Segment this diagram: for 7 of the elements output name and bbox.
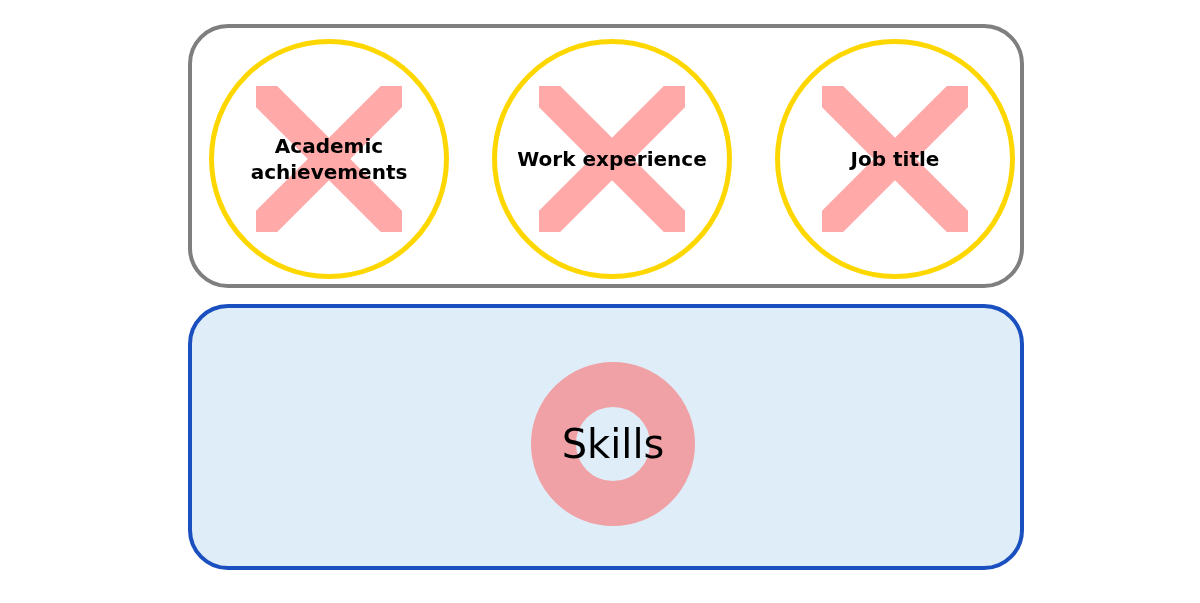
ring-node [531,362,695,526]
node-label: Academic achievements [249,133,409,185]
node-label: Job title [850,146,940,172]
node-label: Skills [561,421,665,467]
panel-frame [188,304,1024,570]
panel-frame [188,24,1024,288]
node-label: Work experience [517,146,707,172]
